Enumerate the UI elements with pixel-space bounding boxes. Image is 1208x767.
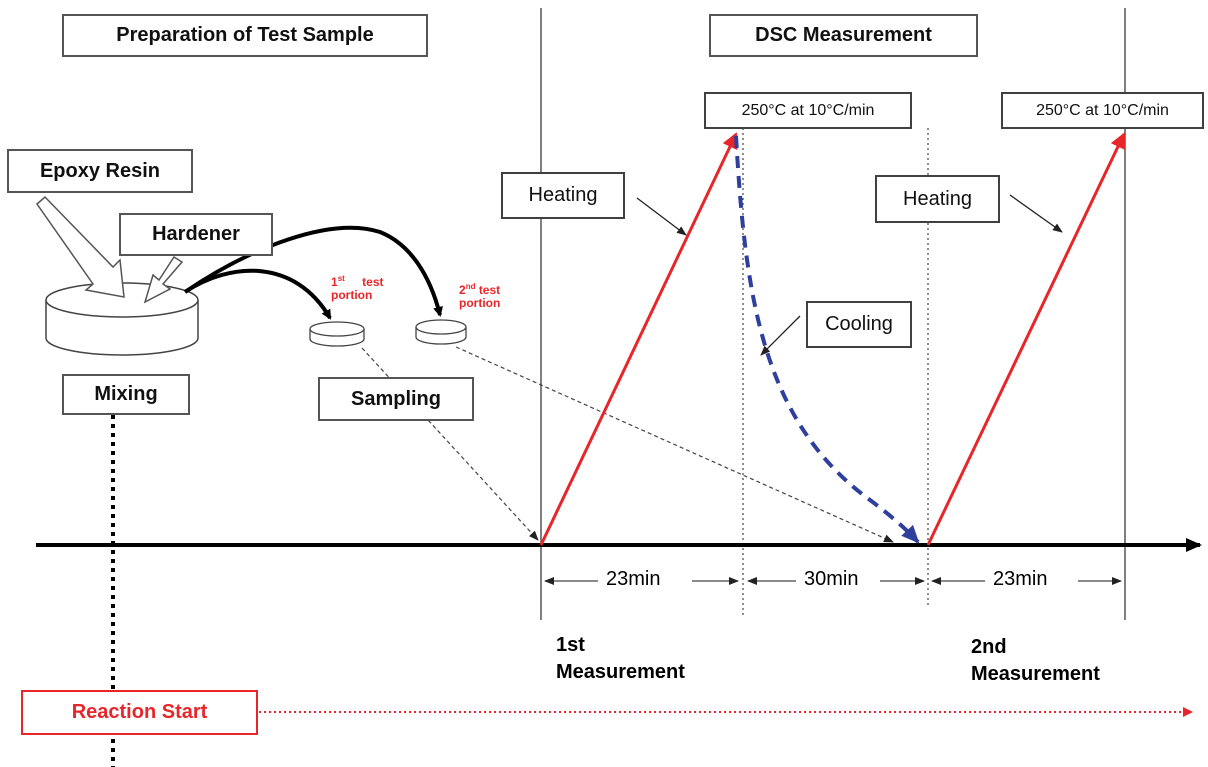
heating-pointer-1 bbox=[636, 197, 687, 236]
first-test-portion-dish bbox=[309, 321, 365, 347]
epoxy-resin-label: Epoxy Resin bbox=[7, 149, 193, 193]
second-test-portion-dish bbox=[415, 319, 467, 345]
first-measurement-label: 1st Measurement bbox=[556, 634, 685, 683]
epoxy-resin-arrow bbox=[35, 195, 125, 298]
first-portion-word: test bbox=[362, 275, 384, 289]
second-portion-sup: nd bbox=[465, 282, 476, 291]
second-portion-line2: portion bbox=[459, 296, 501, 310]
second-portion-num: 2 bbox=[459, 283, 466, 297]
second-test-portion-label: 2nd test portion bbox=[459, 280, 500, 310]
heating-label-1: Heating bbox=[501, 172, 625, 219]
cooling-label: Cooling bbox=[806, 301, 912, 348]
heating-ramp-2 bbox=[926, 132, 1126, 546]
sampling-curve-2 bbox=[183, 225, 443, 317]
heating-ramp-1 bbox=[539, 132, 738, 546]
duration-label-3: 23min bbox=[989, 568, 1052, 591]
first-portion-line2: portion bbox=[331, 288, 373, 302]
temperature-label-1: 250°C at 10°C/min bbox=[704, 92, 912, 129]
first-portion-sup: st bbox=[337, 274, 345, 283]
hardener-label: Hardener bbox=[119, 213, 273, 256]
portion-2-dashed-path bbox=[455, 346, 894, 543]
temperature-label-2: 250°C at 10°C/min bbox=[1001, 92, 1204, 129]
duration-label-1: 23min bbox=[602, 568, 665, 591]
second-measurement-label: 2nd Measurement bbox=[971, 636, 1100, 685]
preparation-section-title: Preparation of Test Sample bbox=[62, 14, 428, 57]
cooling-pointer bbox=[760, 315, 801, 356]
heating-pointer-2 bbox=[1009, 194, 1063, 233]
first-portion-num: 1 bbox=[331, 275, 338, 289]
mixing-label: Mixing bbox=[62, 374, 190, 415]
dsc-section-title: DSC Measurement bbox=[709, 14, 978, 57]
heating-label-2: Heating bbox=[875, 175, 1000, 223]
second-portion-word: test bbox=[478, 283, 501, 297]
sampling-label: Sampling bbox=[318, 377, 474, 421]
cooling-curve bbox=[734, 135, 920, 544]
hardener-arrow bbox=[143, 255, 184, 304]
first-test-portion-label: 1st test portion bbox=[331, 272, 384, 302]
duration-label-2: 30min bbox=[800, 568, 863, 591]
reaction-start-label: Reaction Start bbox=[21, 690, 258, 735]
